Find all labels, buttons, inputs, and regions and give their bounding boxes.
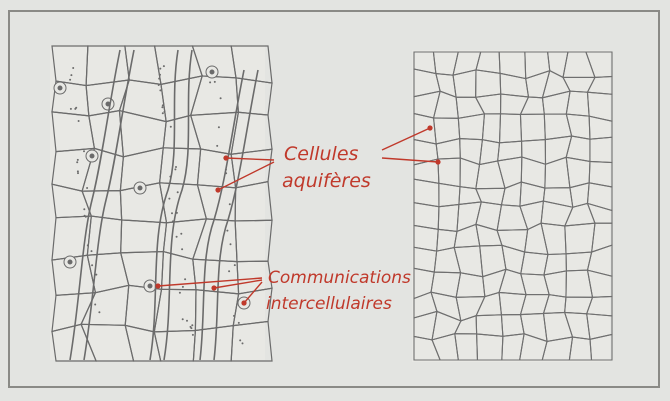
label-intercellulaires: intercellulaires bbox=[266, 294, 392, 314]
label-cellules: Cellules bbox=[284, 143, 359, 165]
label-aquiferes: aquifères bbox=[282, 170, 371, 192]
right-tissue-section bbox=[412, 50, 612, 362]
left-tissue-section bbox=[50, 45, 272, 361]
label-communications: Communications bbox=[268, 268, 411, 288]
